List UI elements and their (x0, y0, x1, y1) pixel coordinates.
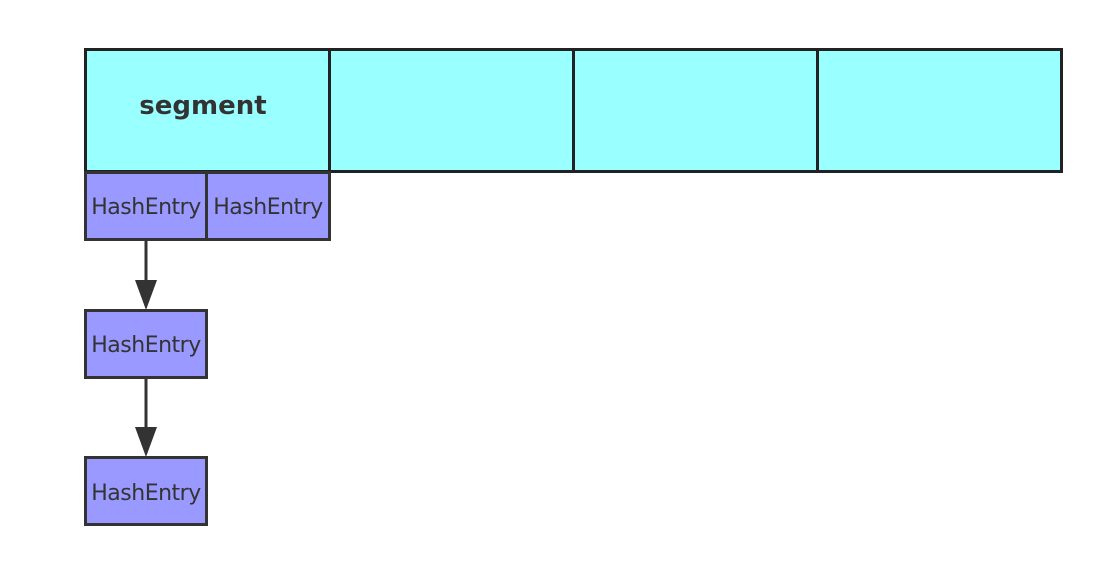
hash-entry-label-chain-middle: HashEntry (91, 333, 201, 358)
segment-cell-0 (84, 48, 331, 173)
chain-arrow-2 (135, 378, 157, 457)
hash-entry-label-row-2: HashEntry (213, 195, 323, 220)
hash-entry-row: HashEntry HashEntry (84, 171, 331, 241)
hash-entry-box-chain-bottom (84, 456, 208, 526)
hash-entry-box-row-2 (205, 171, 331, 241)
segment-cell-3 (816, 48, 1063, 173)
hash-entry-chain-middle: HashEntry (84, 309, 208, 379)
segment-label: segment (139, 91, 266, 121)
segment-cell-1 (328, 48, 575, 173)
hash-entry-chain-bottom: HashEntry (84, 456, 208, 526)
arrow-head-2 (135, 427, 157, 457)
hash-entry-box-chain-middle (84, 309, 208, 379)
chain-arrow-1 (135, 240, 157, 310)
hash-entry-box-row-1 (84, 171, 208, 241)
segment-cell-2 (572, 48, 819, 173)
segment-array: segment (84, 48, 1063, 173)
hash-entry-label-chain-bottom: HashEntry (91, 481, 201, 506)
hash-entry-label-row-1: HashEntry (91, 195, 201, 220)
arrow-head-1 (135, 280, 157, 310)
